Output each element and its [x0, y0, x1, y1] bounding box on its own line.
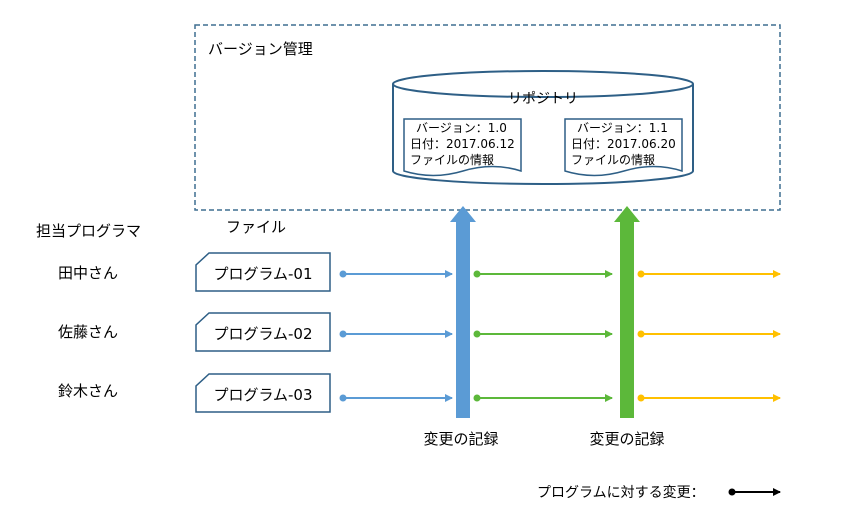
record-version: バージョン：1.1: [577, 121, 668, 135]
change-arrows-stage-3: [637, 270, 781, 402]
file-box: [195, 312, 331, 352]
file-header: ファイル: [226, 218, 286, 236]
record-version: バージョン：1.0: [416, 121, 507, 135]
programmer-name: 田中さん: [58, 264, 118, 282]
programmer-header: 担当プログラマ: [36, 222, 141, 240]
file-label: プログラム-02: [213, 325, 312, 343]
file-label: プログラム-01: [213, 265, 312, 283]
commit-arrow-1: [450, 206, 476, 418]
commit-label: 変更の記録: [589, 430, 664, 448]
file-label: プログラム-03: [213, 386, 312, 404]
programmer-name: 鈴木さん: [58, 382, 118, 400]
commit-label: 変更の記録: [423, 430, 498, 448]
version-record-1: [403, 118, 522, 177]
programmer-name: 佐藤さん: [58, 323, 118, 341]
version-control-title: バージョン管理: [208, 40, 313, 58]
file-box: [195, 373, 331, 413]
legend-arrow: [728, 488, 781, 496]
file-box: [195, 252, 331, 292]
change-arrows-stage-2: [473, 270, 613, 402]
version-record-2: [564, 118, 683, 177]
record-info: ファイルの情報: [410, 153, 494, 167]
record-info: ファイルの情報: [571, 153, 655, 167]
change-arrows-stage-1: [339, 270, 453, 402]
version-control-frame: [194, 24, 781, 211]
commit-arrow-2: [614, 206, 640, 418]
record-date: 日付：2017.06.20: [571, 137, 676, 151]
record-date: 日付：2017.06.12: [410, 137, 515, 151]
repository-label: リポジトリ: [508, 91, 578, 107]
legend-label: プログラムに対する変更：: [537, 484, 705, 501]
